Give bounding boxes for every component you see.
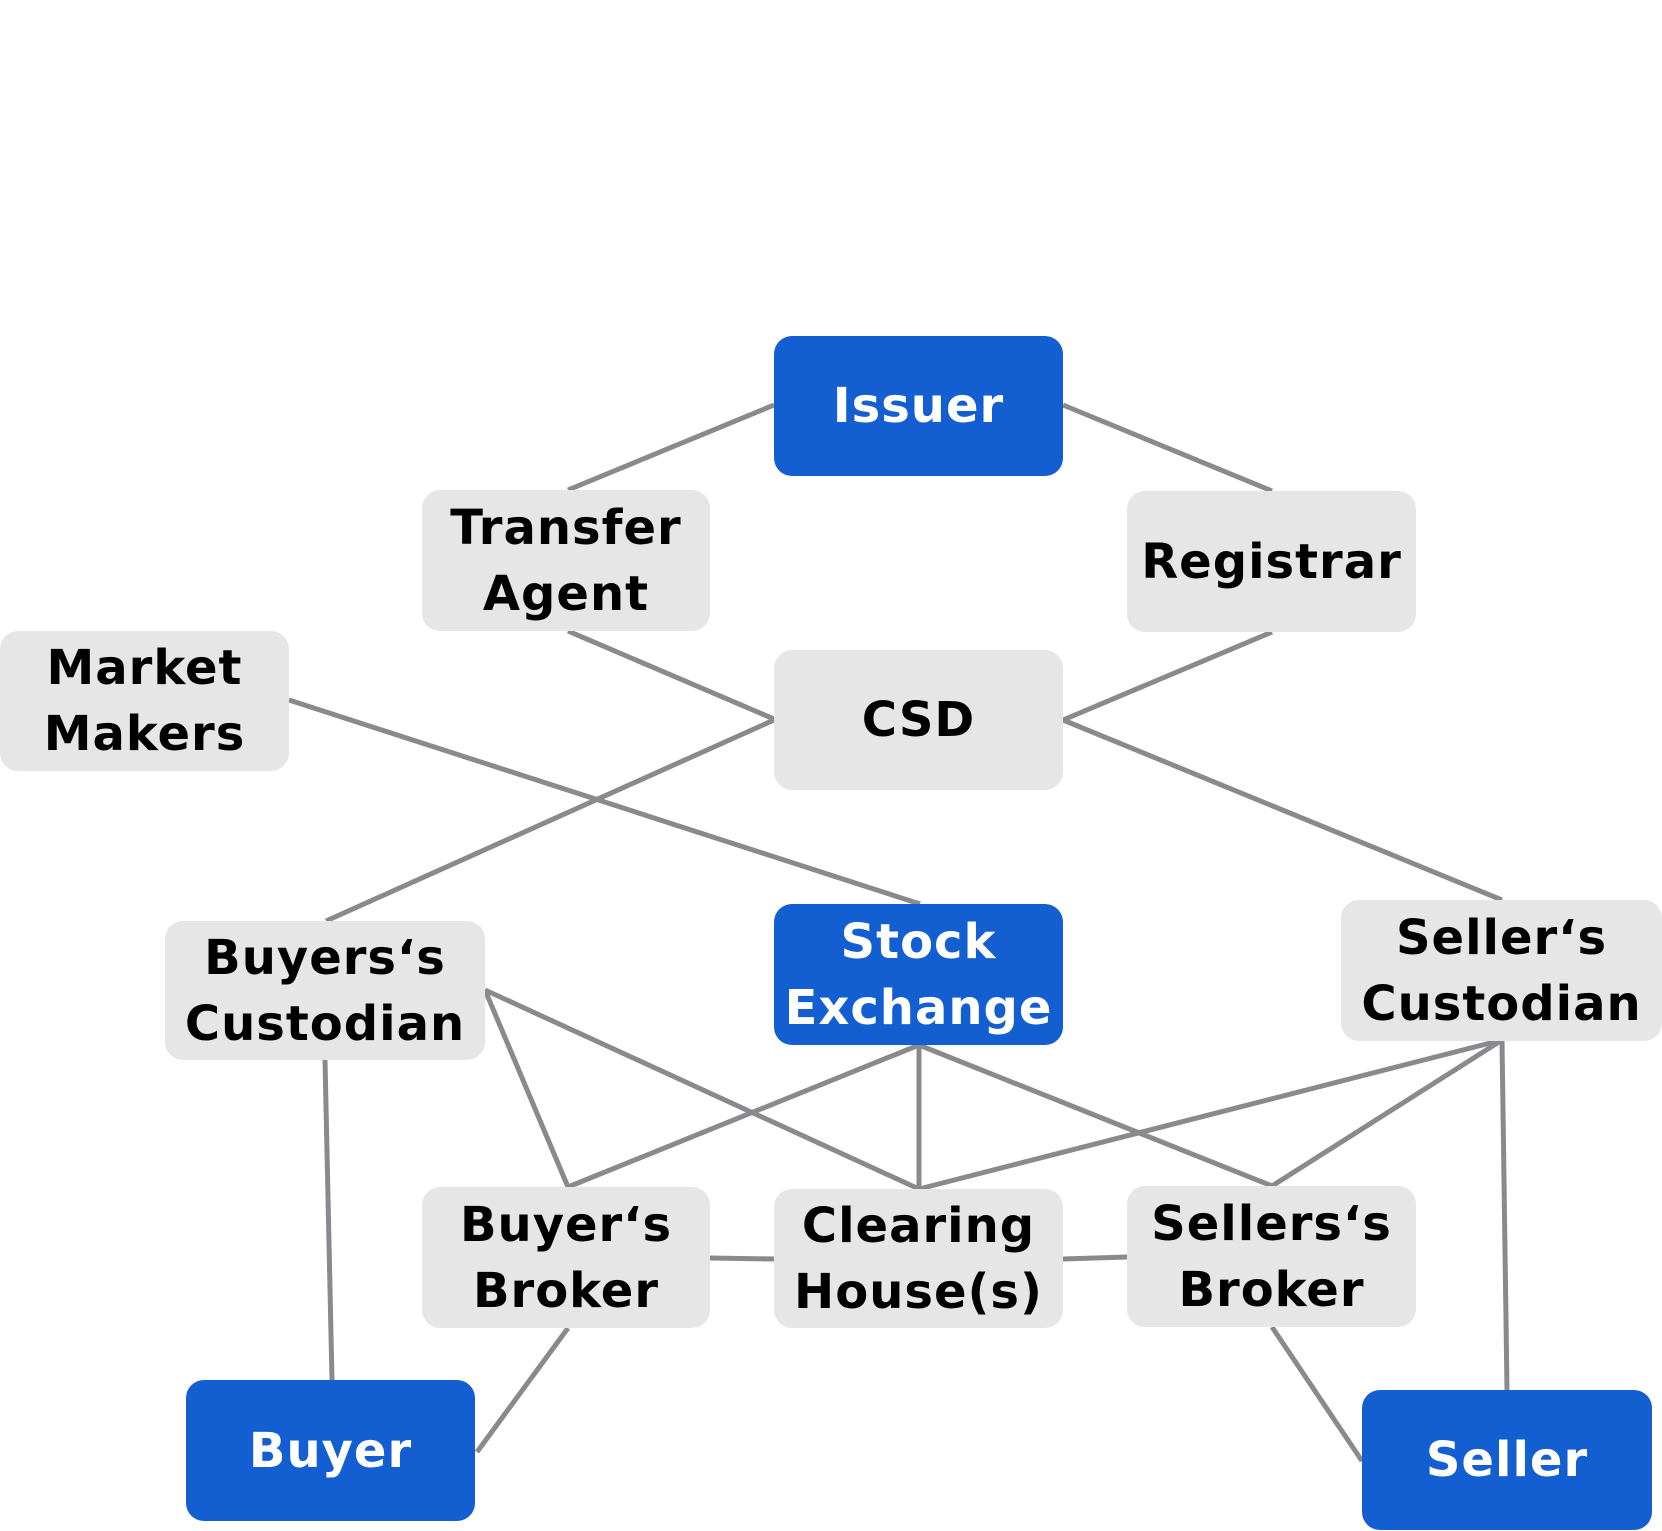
edge-stock-exchange-sellers-broker [918,1042,1273,1189]
edge-csd-sellers-custodian [1062,717,1503,903]
node-buyers-custodian-label: Buyers‘s Custodian [184,929,466,1052]
node-transfer-agent-label: Transfer Agent [450,499,682,622]
node-issuer-label: Issuer [832,378,1005,434]
node-buyer: Buyer [186,1380,475,1521]
node-clearing-house: Clearing House(s) [774,1189,1063,1328]
edge-stock-exchange-buyers-broker [567,1042,920,1190]
edge-buyers-custodian-buyer [322,1059,335,1381]
edge-buyers-custodian-clearing-house [483,987,921,1192]
node-buyers-broker-label: Buyer‘s Broker [459,1196,673,1319]
node-sellers-broker-label: Sellers‘s Broker [1151,1195,1392,1318]
node-stock-exchange: Stock Exchange [774,904,1063,1045]
edge-transfer-agent-csd [567,628,775,722]
node-buyers-broker: Buyer‘s Broker [422,1187,710,1328]
edge-buyers-custodian-buyers-broker [482,989,571,1188]
edge-csd-buyers-custodian [324,717,776,924]
edge-clearing-house-sellers-broker [1062,1254,1128,1262]
node-clearing-house-label: Clearing House(s) [794,1197,1043,1320]
edge-sellers-custodian-seller [1499,1039,1510,1391]
edge-registrar-csd [1062,629,1273,723]
node-registrar: Registrar [1127,491,1416,632]
node-buyers-custodian: Buyers‘s Custodian [165,921,485,1060]
edge-issuer-registrar [1062,402,1273,494]
node-sellers-custodian: Seller‘s Custodian [1341,900,1662,1041]
edge-buyers-broker-clearing-house [709,1255,775,1262]
node-sellers-broker: Sellers‘s Broker [1127,1186,1416,1327]
node-market-makers-label: Market Makers [43,640,246,762]
node-registrar-label: Registrar [1141,533,1402,590]
node-market-makers: Market Makers [0,631,289,771]
edge-sellers-broker-seller [1269,1325,1365,1463]
node-buyer-label: Buyer [248,1422,413,1479]
edge-issuer-transfer-agent [567,402,775,493]
node-issuer: Issuer [774,336,1063,476]
edge-market-makers-stock-exchange [288,697,921,907]
node-stock-exchange-label: Stock Exchange [784,913,1053,1036]
node-seller-label: Seller [1425,1432,1589,1488]
node-sellers-custodian-label: Seller‘s Custodian [1361,909,1642,1032]
edge-sellers-custodian-clearing-house [918,1037,1503,1192]
node-seller: Seller [1362,1390,1652,1530]
node-csd-label: CSD [861,692,976,748]
edge-buyers-broker-buyer [474,1326,571,1454]
node-transfer-agent: Transfer Agent [422,490,710,631]
node-csd: CSD [774,650,1063,790]
edge-sellers-custodian-sellers-broker [1270,1037,1504,1189]
